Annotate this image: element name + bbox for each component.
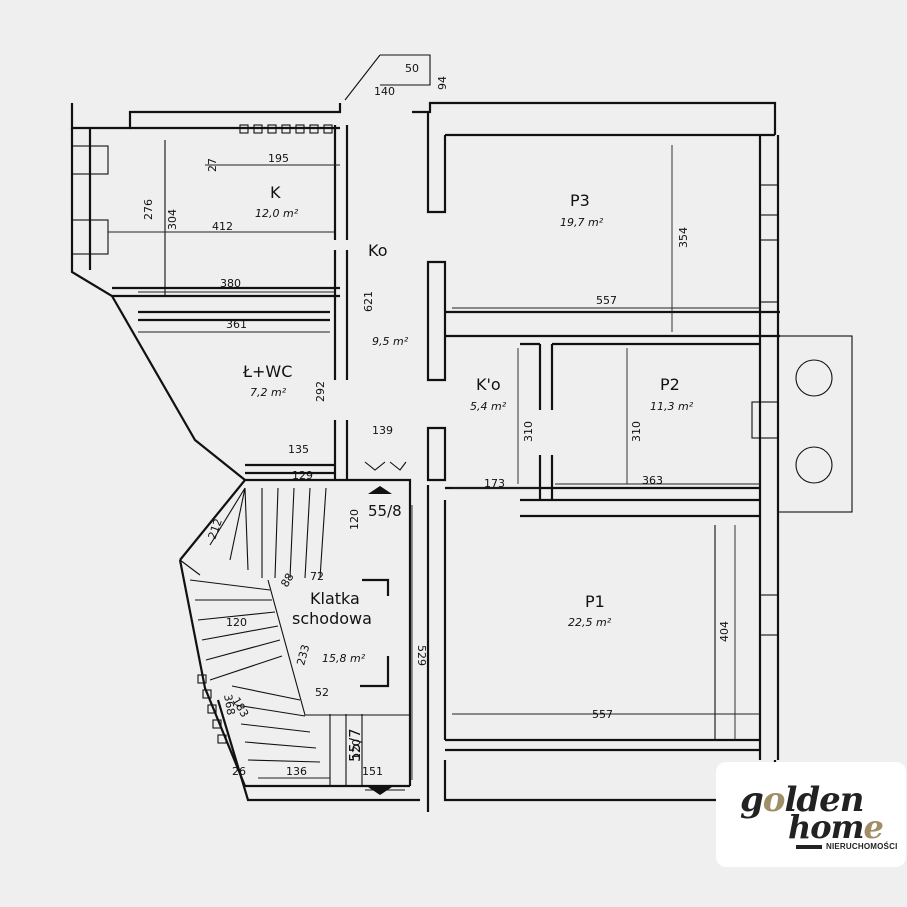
logo-bar [796, 845, 822, 849]
dim-139: 139 [372, 424, 393, 437]
room-ko-label: Ko [368, 241, 387, 260]
room-k-area: 12,0 m² [255, 207, 299, 220]
room-stair-area: 15,8 m² [322, 652, 366, 665]
room-p1-label: P1 [585, 592, 605, 611]
dim-368: 368 [221, 693, 237, 716]
room-p2-label: P2 [660, 375, 680, 394]
dim-72: 72 [310, 570, 324, 583]
dim-120-a: 120 [348, 509, 361, 530]
logo-word-golden: golden [740, 780, 865, 820]
dim-310-right: 310 [630, 421, 643, 442]
dim-120-b: 120 [226, 616, 247, 629]
dim-120-c: 120 [350, 739, 363, 760]
dim-26: 26 [232, 765, 246, 778]
dim-361: 361 [226, 318, 247, 331]
dim-412: 412 [212, 220, 233, 233]
logo-word-home: home [788, 808, 884, 846]
walls [70, 54, 853, 812]
level-upper: 55/8 [368, 502, 402, 520]
room-stair-label-1: Klatka [310, 589, 360, 608]
dim-404: 404 [718, 621, 731, 642]
dim-233: 233 [294, 643, 312, 667]
dim-557-top: 557 [596, 294, 617, 307]
level-marker-upper-icon [368, 486, 392, 494]
level-lower: 55/7 [346, 728, 364, 762]
company-logo: golden home NIERUCHOMOŚCI [716, 762, 906, 867]
dim-129: 129 [292, 469, 313, 482]
dim-276: 276 [142, 199, 155, 220]
dim-310-left: 310 [522, 421, 535, 442]
room-p1-area: 22,5 m² [568, 616, 612, 629]
dim-173: 173 [484, 477, 505, 490]
room-lwc-area: 7,2 m² [250, 386, 287, 399]
dim-27: 27 [206, 158, 219, 172]
level-marker-lower-icon [368, 787, 392, 795]
room-p3-area: 19,7 m² [560, 216, 604, 229]
dim-94: 94 [436, 76, 449, 90]
room-ko-area: 9,5 m² [372, 335, 409, 348]
dim-363: 363 [642, 474, 663, 487]
dim-304: 304 [166, 209, 179, 230]
dim-136: 136 [286, 765, 307, 778]
dim-557-bottom: 557 [592, 708, 613, 721]
dim-88: 88 [278, 571, 296, 590]
dim-52: 52 [315, 686, 329, 699]
room-ko2-label: K'o [476, 375, 501, 394]
room-ko2-area: 5,4 m² [470, 400, 507, 413]
room-lwc-label: Ł+WC [242, 362, 292, 381]
dim-380: 380 [220, 277, 241, 290]
dim-529: 529 [415, 645, 428, 666]
room-p2-area: 11,3 m² [650, 400, 694, 413]
room-k-label: K [270, 183, 281, 202]
dim-195: 195 [268, 152, 289, 165]
room-p3-label: P3 [570, 191, 590, 210]
dim-292: 292 [314, 381, 327, 402]
dim-140: 140 [374, 85, 395, 98]
dim-212: 212 [206, 517, 225, 541]
room-stair-label-2: schodowa [292, 609, 372, 628]
dim-151: 151 [362, 765, 383, 778]
dim-621: 621 [362, 291, 375, 312]
dim-50: 50 [405, 62, 419, 75]
logo-subtitle: NIERUCHOMOŚCI [826, 842, 898, 851]
dim-354: 354 [677, 227, 690, 248]
dim-135: 135 [288, 443, 309, 456]
